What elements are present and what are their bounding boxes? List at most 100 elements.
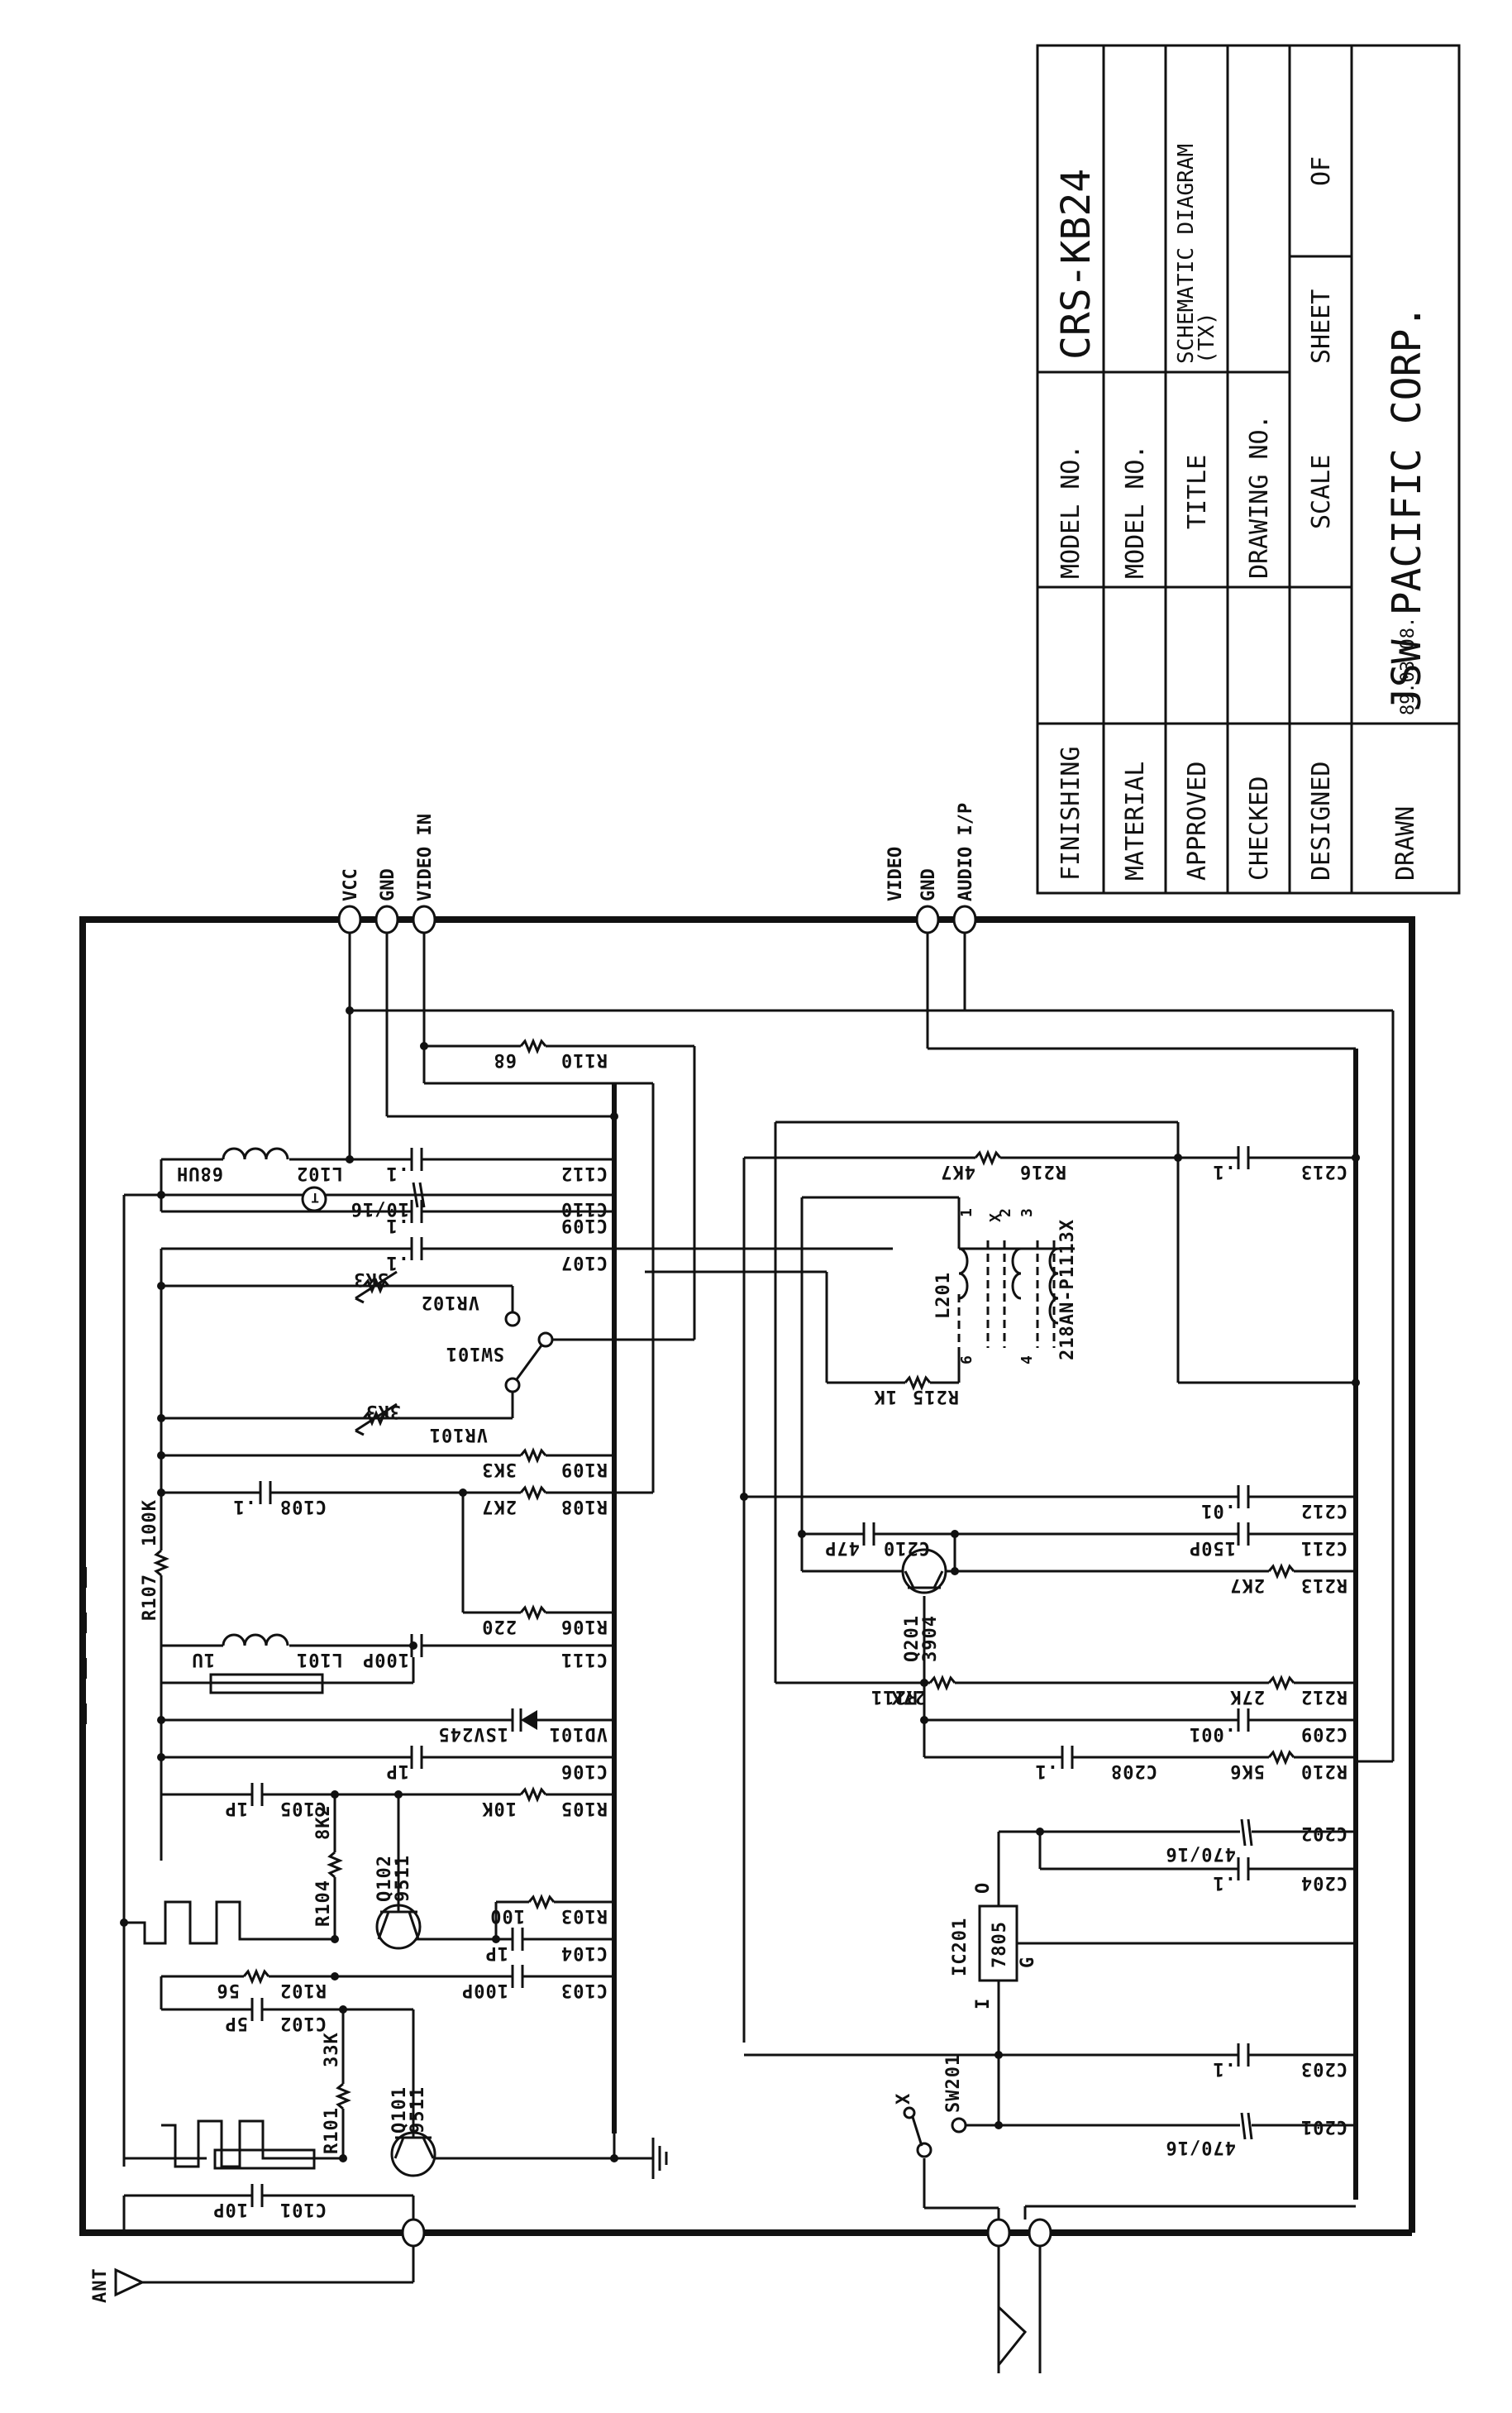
label-R210: R210 [1300,1761,1347,1781]
value-C102: 5P [225,2013,249,2033]
value-R110: 68 [494,1049,518,1070]
label-R102: R102 [279,1980,327,2000]
label-C212: C212 [1300,1500,1347,1521]
tb-title-value-2: (TX) [1195,312,1219,364]
transformer-L201 [957,1240,1075,1348]
capacitor-C102 [250,1998,264,2021]
label-R104: R104 [313,1880,334,1927]
resistor-R211 [928,1675,956,1691]
audio-section-wires [645,933,1395,2373]
value-Q102: 9511 [393,1855,413,1902]
value-C203: .1 [1213,2058,1237,2079]
tb-designed: DESIGNED [1307,762,1336,882]
tb-checked: CHECKED [1245,776,1274,881]
label-vcc: VCC [341,868,361,901]
capacitor-C212 [1237,1485,1250,1508]
label-R103: R103 [560,1905,608,1926]
pin-ic-gnd: G [1018,1957,1038,1968]
label-R213: R213 [1300,1574,1347,1595]
label-Q102: Q102 [374,1855,395,1902]
value-C112: .1 [386,1163,410,1183]
switch-SW101[interactable] [504,1311,554,1393]
value-C208: .1 [1035,1761,1059,1781]
label-R211: R211 [870,1686,918,1707]
block-element-1 [209,1673,324,1694]
component-labels: L102 68UH R110 68 C112 .1 C110 10/16 T C… [90,1049,1347,2303]
pin-6: 6 [958,1355,975,1364]
value-Q101: 9511 [408,2086,428,2133]
capacitor-C210 [862,1522,875,1546]
terminal-power-gnd[interactable] [1028,2218,1052,2248]
component-symbols [114,1038,1295,2297]
terminal-video-in[interactable] [412,905,436,934]
tb-drawn-date: 89.03.08. [1398,617,1419,715]
value-R107: 100K [140,1499,160,1546]
resistor-R101 [335,2082,351,2110]
tb-of-label: OF [1307,156,1336,186]
label-video: VIDEO [885,847,906,901]
capacitor-C105 [250,1783,264,1806]
resistor-R109 [519,1447,547,1464]
capacitor-C109 [410,1200,423,1223]
printed-coil-2 [161,2119,343,2168]
terminal-power-in[interactable] [986,2218,1011,2248]
label-ant: ANT [90,2267,111,2303]
power-plug-icon [997,2305,1028,2366]
inductor-L101 [222,1632,289,1648]
label-C112: C112 [560,1163,608,1183]
label-C208: C208 [1110,1761,1157,1781]
value-C103: 100P [461,1980,508,2000]
label-C109: C109 [560,1215,608,1235]
switch-SW201[interactable] [903,2106,967,2158]
label-C213: C213 [1300,1161,1347,1182]
capacitor-C209 [1237,1708,1250,1732]
terminal-gnd[interactable] [374,905,399,934]
value-L102: 68UH [176,1163,223,1183]
pin-2: 2 [997,1207,1014,1217]
label-R212: R212 [1300,1686,1347,1707]
label-R106: R106 [560,1616,608,1637]
tb-title-label: TITLE [1183,455,1212,529]
label-Q101: Q101 [389,2086,410,2133]
value-C101: 10P [212,2199,248,2219]
label-R215: R215 [912,1386,959,1407]
label-R109: R109 [560,1459,608,1479]
label-C111: C111 [560,1649,608,1670]
pin-1: 1 [958,1207,975,1217]
value-C104: 1P [485,1942,509,1963]
value-R102: 56 [217,1980,241,2000]
label-VR102: VR102 [421,1292,479,1312]
value-R104: 8K2 [313,1804,334,1840]
value-C108: .1 [233,1496,257,1517]
transistor-Q102 [375,1902,422,1950]
label-C209: C209 [1300,1723,1347,1744]
value-R212: 27K [1229,1686,1265,1707]
value-C209: .001 [1189,1723,1236,1744]
label-VR101: VR101 [429,1424,488,1445]
title-block: FINISHING MATERIAL APPROVED CHECKED DESI… [1036,44,1461,895]
resistor-R103 [527,1894,556,1910]
value-R216: 4K7 [940,1161,975,1182]
terminal-ant[interactable] [401,2218,426,2248]
terminal-gnd-2[interactable] [952,905,977,934]
value-C106: 1P [386,1761,410,1781]
resistor-R210 [1267,1749,1295,1766]
label-SW201: SW201 [943,2054,964,2113]
capacitor-C108 [259,1481,272,1504]
label-R110: R110 [560,1049,608,1070]
terminal-vcc[interactable] [337,905,362,934]
resistor-R106 [519,1604,547,1621]
sw201-x-mark: X [894,2093,914,2105]
pin-ic-in: I [973,1998,994,2009]
tb-scale-label: SCALE [1307,455,1336,529]
resistor-R110 [519,1038,547,1054]
value-R105: 10K [481,1798,517,1818]
label-C108: C108 [279,1496,327,1517]
label-IC201: IC201 [950,1918,971,1976]
label-C105: C105 [279,1798,327,1818]
label-C204: C204 [1300,1872,1347,1893]
capacitor-C103 [511,1965,524,1988]
label-R105: R105 [560,1798,608,1818]
terminal-video-out[interactable] [915,905,940,934]
label-C202: C202 [1300,1823,1347,1843]
